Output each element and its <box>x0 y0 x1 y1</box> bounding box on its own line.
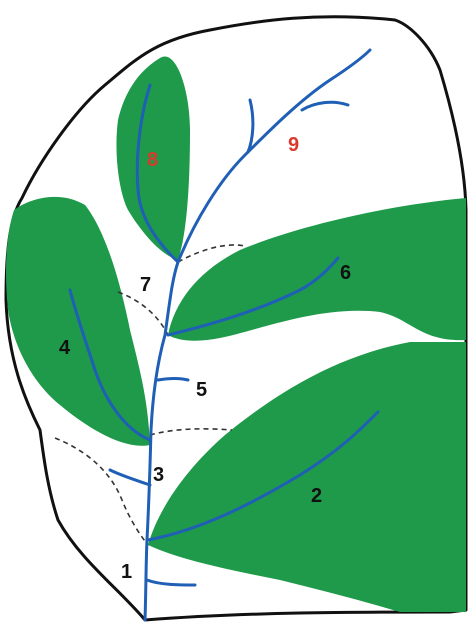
label-5: 5 <box>196 379 207 401</box>
tributary-5 <box>158 379 188 381</box>
label-8: 8 <box>147 149 158 171</box>
label-9: 9 <box>288 134 299 156</box>
label-6: 6 <box>340 262 351 284</box>
label-3: 3 <box>153 464 164 486</box>
label-4: 4 <box>59 337 71 359</box>
label-2: 2 <box>311 485 322 507</box>
label-1: 1 <box>121 561 132 583</box>
label-7: 7 <box>140 274 151 296</box>
